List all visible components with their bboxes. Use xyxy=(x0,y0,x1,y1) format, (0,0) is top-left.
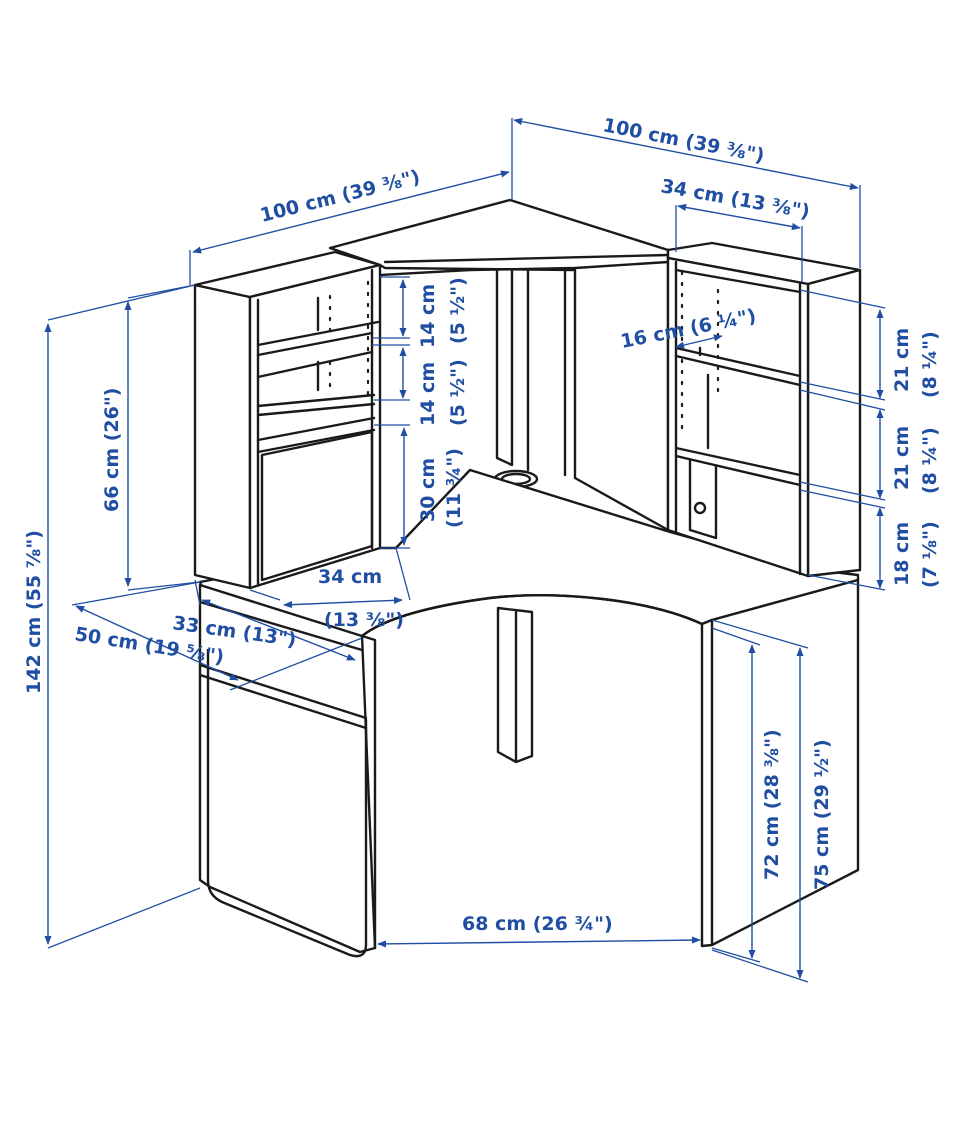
label-shelf-spacing-2: 14 cm xyxy=(417,362,439,426)
label-shelf-spacing-2-in: (5 ½") xyxy=(447,359,469,426)
desk-line-art xyxy=(193,198,862,958)
label-total-height: 142 cm (55 ⅞") xyxy=(23,530,45,694)
left-shelf-unit xyxy=(193,250,382,590)
label-hutch-height: 66 cm (26") xyxy=(101,388,123,512)
label-desk-height: 75 cm (29 ½") xyxy=(811,739,833,890)
label-right-shelf-1-cm: 21 cm xyxy=(891,328,913,392)
label-depth-front-cm: 34 cm xyxy=(318,566,382,588)
label-right-shelf-2-cm: 21 cm xyxy=(891,426,913,490)
right-leg-panel xyxy=(700,578,860,948)
label-right-shelf-3-in: (7 ⅛") xyxy=(919,521,941,588)
label-lower-compartment-in: (11 ¾") xyxy=(443,448,465,528)
right-shelf-unit xyxy=(666,241,862,578)
label-top-left-width: 100 cm (39 ⅜") xyxy=(258,166,422,227)
label-shelf-spacing-1-in: (5 ½") xyxy=(447,277,469,344)
label-shelf-spacing-1: 14 cm xyxy=(417,284,439,348)
label-right-shelf-3-cm: 18 cm xyxy=(891,522,913,586)
dimension-lines xyxy=(44,118,886,983)
label-right-shelf-1-in: (8 ¼") xyxy=(919,331,941,398)
label-knee-width: 68 cm (26 ¾") xyxy=(462,913,613,935)
label-right-shelf-2-in: (8 ¼") xyxy=(919,427,941,494)
label-lower-compartment-cm: 30 cm xyxy=(417,458,439,522)
label-clearance-height: 72 cm (28 ⅜") xyxy=(761,729,783,880)
label-top-right-width: 100 cm (39 ⅜") xyxy=(601,114,766,167)
left-leg-panel xyxy=(198,583,377,958)
label-depth-front-in: (13 ⅜") xyxy=(324,609,404,631)
